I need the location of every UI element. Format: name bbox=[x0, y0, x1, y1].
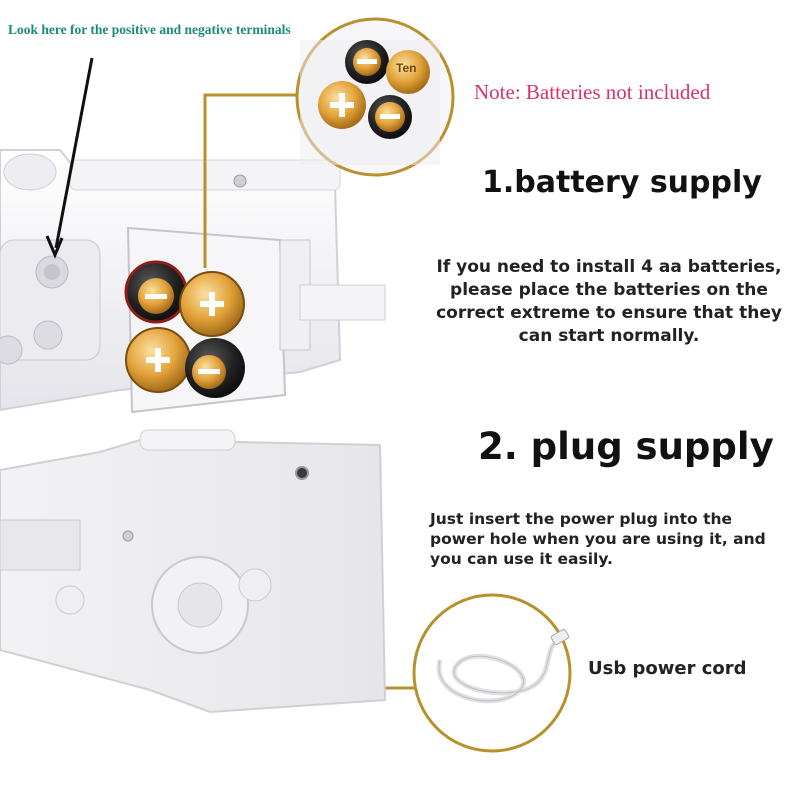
minus-icon bbox=[380, 114, 400, 119]
section-battery-text: If you need to install 4 aa batteries, p… bbox=[436, 257, 782, 346]
power-hole-icon bbox=[295, 466, 309, 480]
section-plug-title: 2. plug supply bbox=[478, 425, 774, 468]
usb-cord-label: Usb power cord bbox=[588, 658, 747, 679]
batteries-note: Note: Batteries not included bbox=[474, 80, 711, 104]
minus-icon bbox=[357, 59, 377, 64]
minus-icon bbox=[145, 294, 167, 299]
battery-brand-label: Ten bbox=[396, 61, 417, 75]
usb-cord-circle bbox=[412, 593, 572, 753]
terminal-tip-label: Look here for the positive and negative … bbox=[8, 22, 291, 37]
pointer-arrow bbox=[45, 57, 94, 259]
minus-icon bbox=[198, 369, 220, 374]
battery-pack bbox=[124, 260, 245, 398]
section-plug-text: Just insert the power plug into the powe… bbox=[430, 510, 766, 568]
battery-zoom-circle bbox=[295, 17, 455, 177]
section-battery-title: 1.battery supply bbox=[482, 165, 762, 200]
machine-lower-body bbox=[0, 429, 387, 714]
